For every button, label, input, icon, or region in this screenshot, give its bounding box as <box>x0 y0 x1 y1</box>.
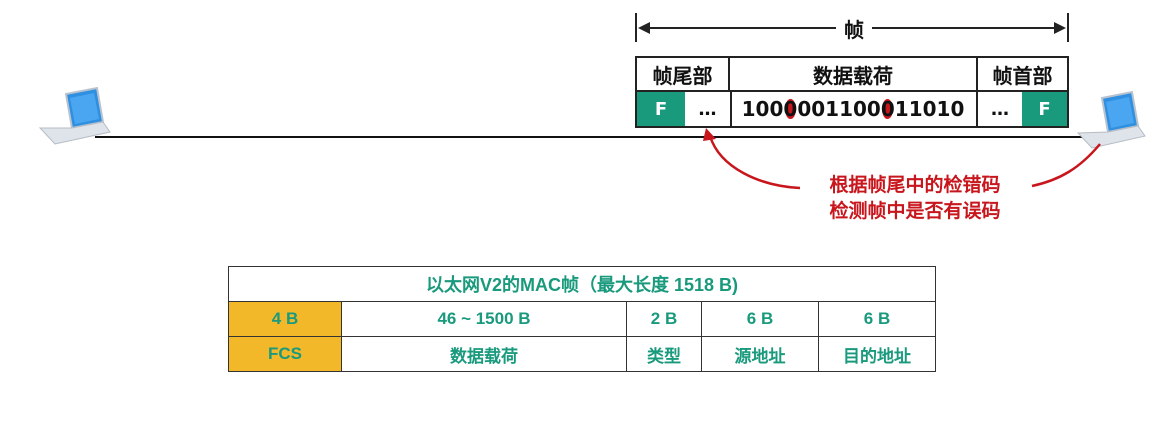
field-dst: 目的地址 <box>818 336 936 372</box>
size-src: 6 B <box>701 301 819 337</box>
payload-label: 数据载荷 <box>730 58 978 92</box>
header-label: 帧首部 <box>978 58 1067 92</box>
bit: 0 <box>853 97 867 121</box>
field-payload: 数据载荷 <box>341 336 627 372</box>
flag-left: F <box>637 92 685 126</box>
ellipsis-left: … <box>685 92 732 126</box>
left-laptop-icon <box>38 86 111 145</box>
size-dst: 6 B <box>818 301 936 337</box>
bit: 1 <box>908 97 923 121</box>
error-bit: 0 <box>880 97 895 121</box>
frame-span-label: 帧 <box>836 16 872 42</box>
note-line-2: 检测帧中是否有误码 <box>829 200 1001 222</box>
bit: 0 <box>811 97 826 121</box>
bit: 0 <box>950 97 965 121</box>
bit: 1 <box>839 97 853 121</box>
bit: 1 <box>741 97 756 121</box>
field-src: 源地址 <box>701 336 819 372</box>
right-laptop-icon <box>1076 90 1146 149</box>
field-fcs: FCS <box>228 336 342 372</box>
mac-frame-table: 以太网V2的MAC帧（最大长度 1518 B) 4 B 46 ~ 1500 B … <box>228 266 936 372</box>
note-line-1: 根据帧尾中的检错码 <box>829 174 1001 196</box>
error-bit: 0 <box>783 97 798 121</box>
bit: 1 <box>825 97 840 121</box>
arrowhead-icon <box>703 128 716 141</box>
table-title-row: 以太网V2的MAC帧（最大长度 1518 B) <box>228 266 936 302</box>
bit: 0 <box>922 97 937 121</box>
trailer-label: 帧尾部 <box>637 58 730 92</box>
table-title: 以太网V2的MAC帧（最大长度 1518 B) <box>228 266 936 302</box>
bit: 0 <box>769 97 784 121</box>
size-type: 2 B <box>626 301 702 337</box>
field-type: 类型 <box>626 336 702 372</box>
table-size-row: 4 B 46 ~ 1500 B 2 B 6 B 6 B <box>228 301 936 337</box>
bit: 0 <box>755 97 770 121</box>
ellipsis-right: … <box>991 98 1009 120</box>
bit: 0 <box>797 97 812 121</box>
size-payload: 46 ~ 1500 B <box>341 301 627 337</box>
table-field-row: FCS 数据载荷 类型 源地址 目的地址 <box>228 336 936 372</box>
flag-right: F <box>1022 92 1067 126</box>
error-check-arrows <box>708 135 1101 190</box>
bit: 1 <box>894 97 909 121</box>
frame-span-arrow <box>635 13 1069 42</box>
bit: 0 <box>866 97 881 121</box>
bit: 1 <box>936 97 951 121</box>
size-fcs: 4 B <box>228 301 342 337</box>
error-check-note: 根据帧尾中的检错码 检测帧中是否有误码 <box>800 172 1030 224</box>
